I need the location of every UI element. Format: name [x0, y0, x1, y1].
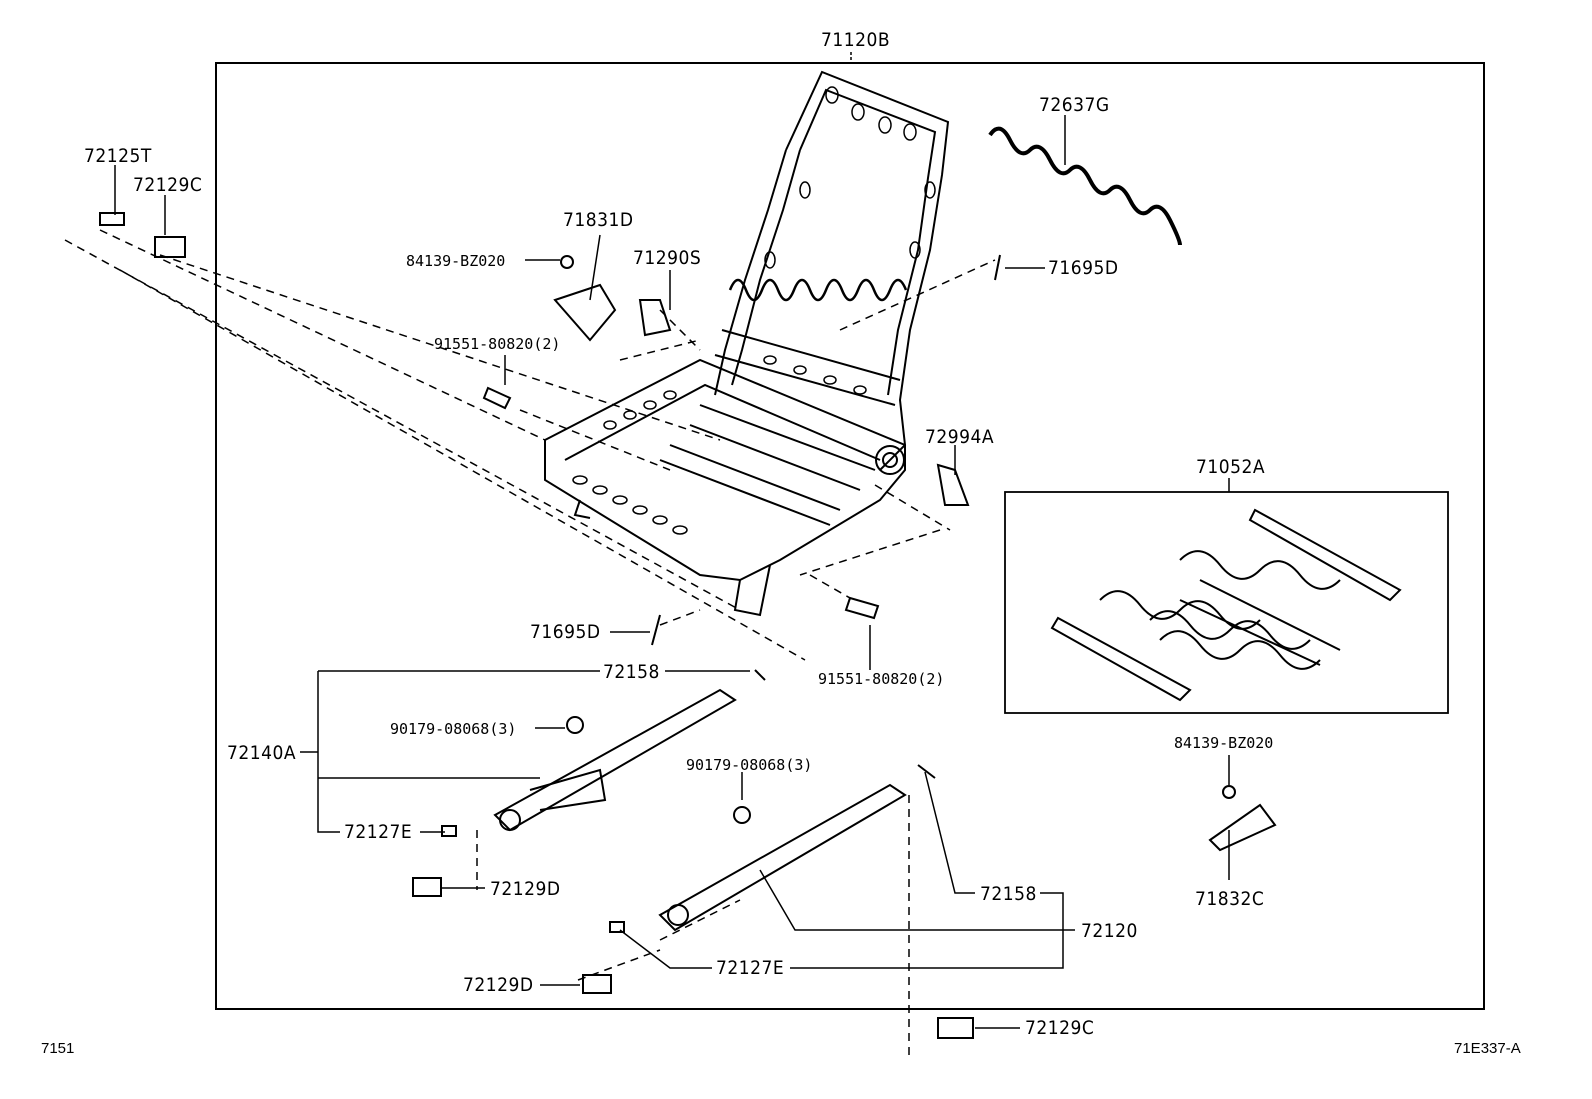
label-71290s: 71290S — [633, 247, 702, 269]
seat-frame-drawing — [544, 70, 950, 617]
label-84139-bz020-lower: 84139-BZ020 — [1174, 734, 1274, 752]
label-72994a: 72994A — [925, 426, 995, 448]
label-84139-bz020-upper: 84139-BZ020 — [406, 252, 506, 270]
label-71052a: 71052A — [1196, 456, 1266, 478]
label-71120b: 71120B — [821, 29, 891, 51]
label-72120: 72120 — [1081, 920, 1138, 942]
spring-72637g-drawing — [988, 126, 1182, 246]
rail-72140a-shape — [493, 688, 737, 832]
label-72129d-lower: 72129D — [463, 974, 534, 996]
part-71832c-shape — [1208, 803, 1277, 852]
label-91551-80820-upper: 91551-80820(2) — [434, 335, 561, 353]
rail-72120-shape — [658, 783, 907, 932]
spring-set-drawing — [1050, 508, 1402, 702]
label-72125t: 72125T — [84, 145, 152, 167]
label-72127e-left: 72127E — [344, 821, 413, 843]
spring-assembly-box — [1004, 491, 1449, 714]
label-71695d-upper: 71695D — [1048, 257, 1119, 279]
bolt-91551-b-shape — [844, 596, 880, 620]
label-72129d-left: 72129D — [490, 878, 561, 900]
label-72129c-bottom: 72129C — [1025, 1017, 1095, 1039]
label-72129c-top: 72129C — [133, 174, 203, 196]
part-71290s-shape — [638, 299, 672, 337]
label-91551-80820-lower: 91551-80820(2) — [818, 670, 945, 688]
label-71831d: 71831D — [563, 209, 634, 231]
label-72140a: 72140A — [227, 742, 297, 764]
label-71695d-lower: 71695D — [530, 621, 601, 643]
part-72125t-shape — [99, 212, 125, 226]
footer-right-code: 71E337-A — [1454, 1040, 1521, 1057]
label-72158-lower: 72158 — [980, 883, 1037, 905]
label-72637g: 72637G — [1039, 94, 1110, 116]
label-90179-08068-right: 90179-08068(3) — [686, 756, 813, 774]
footer-left-code: 7151 — [41, 1040, 75, 1057]
label-72127e-lower: 72127E — [716, 957, 785, 979]
bolt-91551-a-shape — [482, 386, 512, 410]
part-71831d-shape — [553, 283, 617, 342]
label-72158-upper: 72158 — [603, 661, 660, 683]
part-72129c-shape — [154, 236, 186, 258]
label-71832c: 71832C — [1195, 888, 1265, 910]
assembly-frame-box — [215, 62, 1485, 1010]
label-90179-08068-left: 90179-08068(3) — [390, 720, 517, 738]
part-72994a-shape — [936, 463, 970, 506]
